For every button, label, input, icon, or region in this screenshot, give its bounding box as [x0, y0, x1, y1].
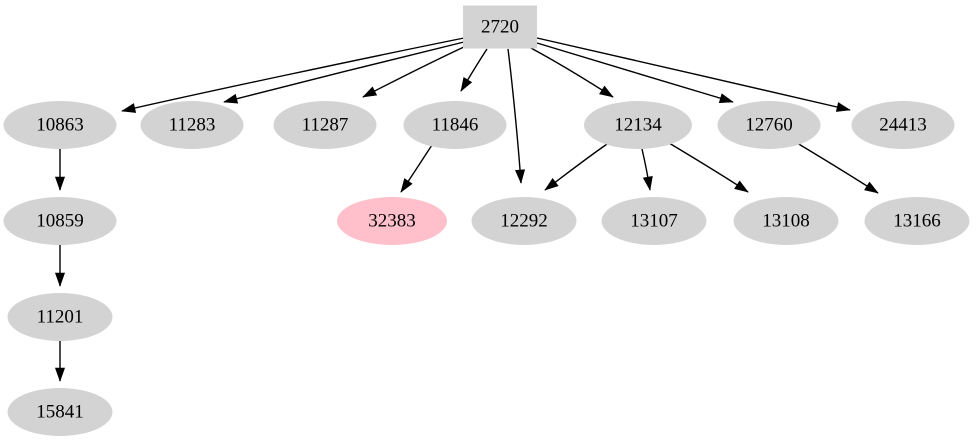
- node-13107[interactable]: 13107: [601, 197, 707, 245]
- edges-layer: [54, 37, 879, 382]
- node-11846[interactable]: 11846: [403, 101, 507, 149]
- node-10859[interactable]: 10859: [3, 197, 117, 245]
- arrowhead-12134-to-13108: [734, 180, 749, 193]
- arrowhead-2720-to-11283: [223, 93, 239, 104]
- node-13108[interactable]: 13108: [733, 197, 839, 245]
- arrowhead-12134-to-12292: [544, 177, 559, 191]
- node-10863[interactable]: 10863: [3, 101, 117, 149]
- node-shape-10863[interactable]: [3, 101, 117, 149]
- arrowhead-2720-to-12292: [515, 169, 526, 184]
- arrowhead-2720-to-24413: [835, 102, 851, 112]
- arrowhead-2720-to-12760: [718, 93, 734, 104]
- edge-2720-to-12134: [528, 46, 614, 98]
- node-24413[interactable]: 24413: [851, 101, 955, 149]
- node-12292[interactable]: 12292: [471, 197, 577, 245]
- arrowhead-2720-to-12134: [599, 85, 614, 98]
- node-shape-13166[interactable]: [864, 197, 970, 245]
- node-shape-24413[interactable]: [851, 101, 955, 149]
- node-shape-12134[interactable]: [584, 101, 692, 149]
- node-11283[interactable]: 11283: [140, 101, 244, 149]
- edge-12760-to-13166: [796, 142, 879, 194]
- node-shape-15841[interactable]: [7, 388, 113, 436]
- edge-2720-to-11283: [223, 41, 465, 103]
- edge-2720-to-24413: [536, 37, 851, 111]
- arrowhead-2720-to-11287: [362, 86, 378, 98]
- node-shape-13108[interactable]: [733, 197, 839, 245]
- node-shape-12760[interactable]: [717, 101, 821, 149]
- node-12134[interactable]: 12134: [584, 101, 692, 149]
- arrowhead-10863-to-10859: [54, 176, 66, 191]
- edge-2720-to-12292: [507, 48, 522, 184]
- node-shape-11846[interactable]: [403, 101, 507, 149]
- node-shape-12292[interactable]: [471, 197, 577, 245]
- edge-12134-to-13108: [668, 142, 749, 193]
- node-shape-11283[interactable]: [140, 101, 244, 149]
- arrowhead-12760-to-13166: [864, 181, 879, 194]
- arrowhead-2720-to-11846: [460, 77, 473, 92]
- arrowhead-2720-to-10863: [121, 103, 137, 113]
- node-2720[interactable]: 2720: [463, 5, 537, 49]
- edge-2720-to-10863: [121, 37, 465, 112]
- node-13166[interactable]: 13166: [864, 197, 970, 245]
- node-shape-11287[interactable]: [273, 101, 377, 149]
- node-shape-11201[interactable]: [7, 293, 113, 341]
- edge-2720-to-12760: [536, 42, 734, 103]
- node-15841[interactable]: 15841: [7, 388, 113, 436]
- arrowhead-12134-to-13107: [642, 176, 653, 191]
- node-12760[interactable]: 12760: [717, 101, 821, 149]
- node-shape-32383[interactable]: [337, 197, 447, 245]
- node-11201[interactable]: 11201: [7, 293, 113, 341]
- arrowhead-10859-to-11201: [54, 272, 66, 287]
- node-11287[interactable]: 11287: [273, 101, 377, 149]
- node-32383[interactable]: 32383: [337, 197, 447, 245]
- arrowhead-11846-to-32383: [400, 178, 413, 193]
- node-shape-2720[interactable]: [463, 5, 537, 49]
- arrowhead-11201-to-15841: [54, 367, 66, 382]
- node-shape-10859[interactable]: [3, 197, 117, 245]
- node-shape-13107[interactable]: [601, 197, 707, 245]
